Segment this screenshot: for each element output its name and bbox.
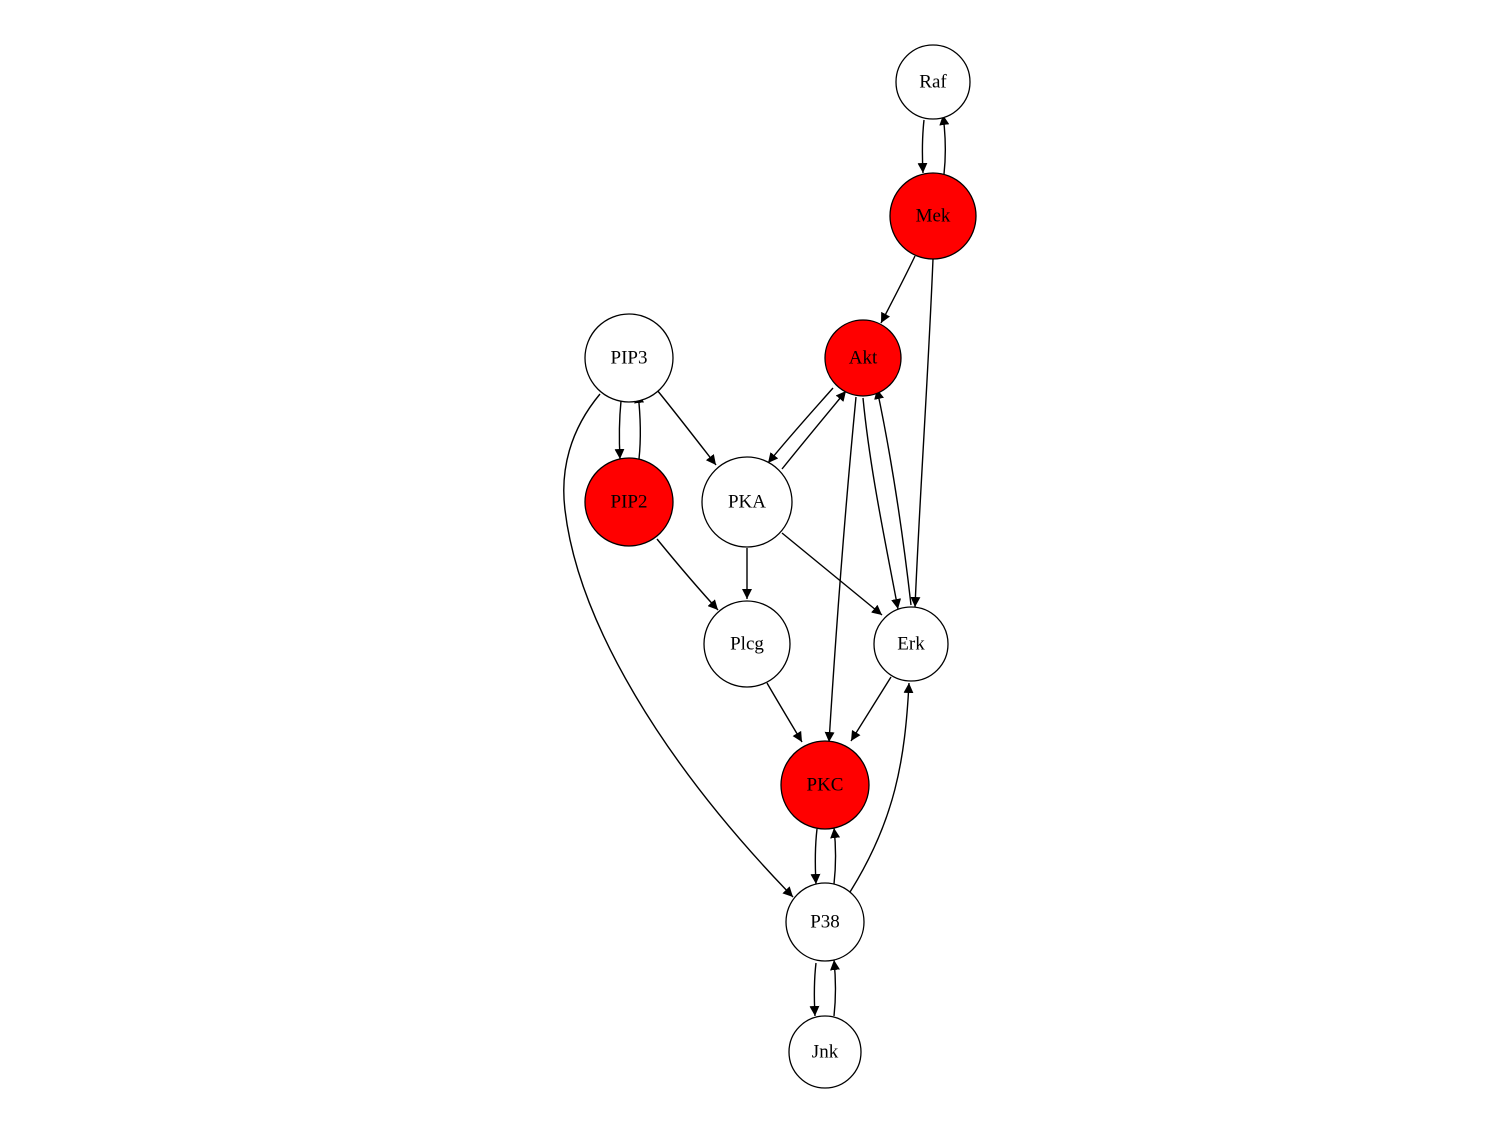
- edge-raf-mek: [917, 119, 928, 174]
- node-p38-circle: [785, 882, 865, 962]
- edge-pip3-pka: [656, 389, 717, 466]
- edge-mek-akt: [880, 255, 916, 324]
- edges-layer: [563, 114, 950, 1017]
- node-plcg-label: Plcg: [730, 634, 764, 655]
- node-p38-label: P38: [810, 912, 840, 933]
- node-jnk-label: Jnk: [812, 1042, 839, 1063]
- edge-mek-raf: [939, 114, 950, 175]
- edge-akt-pkc: [824, 396, 857, 743]
- edge-akt-erk: [862, 397, 902, 610]
- edge-pip2-pip3: [634, 392, 645, 460]
- node-akt-label: Akt: [849, 348, 878, 369]
- node-pkc-label: PKC: [807, 775, 844, 796]
- edge-akt-pka: [767, 387, 834, 464]
- node-plcg[interactable]: Plcg: [703, 600, 791, 688]
- node-akt-circle: [824, 319, 902, 397]
- node-pip3-circle: [584, 313, 674, 403]
- node-raf-circle: [895, 44, 971, 120]
- node-mek-circle: [889, 172, 977, 260]
- edge-pip2-plcg: [656, 538, 719, 611]
- node-pip2-circle: [584, 457, 674, 547]
- node-mek[interactable]: Mek: [889, 172, 977, 260]
- edge-pip3-p38: [563, 393, 794, 898]
- node-erk-label: Erk: [897, 634, 925, 655]
- node-raf-label: Raf: [919, 72, 947, 93]
- node-raf[interactable]: Raf: [895, 44, 971, 120]
- edge-p38-jnk: [809, 962, 820, 1017]
- edge-plcg-pkc: [766, 682, 803, 743]
- node-pkc[interactable]: PKC: [780, 740, 870, 830]
- node-pkc-circle: [780, 740, 870, 830]
- node-pka-circle: [701, 456, 793, 548]
- node-pka-label: PKA: [728, 492, 766, 513]
- edge-pka-erk: [781, 532, 883, 616]
- edge-pip3-pip2: [614, 400, 625, 460]
- edge-mek-erk: [910, 258, 934, 608]
- edge-jnk-p38: [830, 959, 840, 1017]
- edge-pka-akt: [781, 390, 847, 470]
- node-pip3-label: PIP3: [611, 348, 648, 369]
- node-pka[interactable]: PKA: [701, 456, 793, 548]
- edge-pkc-p38: [810, 828, 821, 885]
- edge-p38-erk: [849, 682, 914, 893]
- node-pip3[interactable]: PIP3: [584, 313, 674, 403]
- node-akt[interactable]: Akt: [824, 319, 902, 397]
- node-mek-label: Mek: [916, 206, 951, 227]
- edge-erk-akt: [874, 388, 912, 606]
- node-plcg-circle: [703, 600, 791, 688]
- node-erk[interactable]: Erk: [873, 606, 949, 682]
- node-jnk[interactable]: Jnk: [788, 1015, 862, 1089]
- node-p38[interactable]: P38: [785, 882, 865, 962]
- nodes-layer: Raf Mek Akt PIP3 PIP2 PKA Plcg Erk: [584, 44, 977, 1089]
- edge-p38-pkc: [830, 827, 841, 885]
- node-erk-circle: [873, 606, 949, 682]
- node-jnk-circle: [788, 1015, 862, 1089]
- edge-erk-pkc: [850, 676, 892, 742]
- node-pip2-label: PIP2: [611, 492, 648, 513]
- node-pip2[interactable]: PIP2: [584, 457, 674, 547]
